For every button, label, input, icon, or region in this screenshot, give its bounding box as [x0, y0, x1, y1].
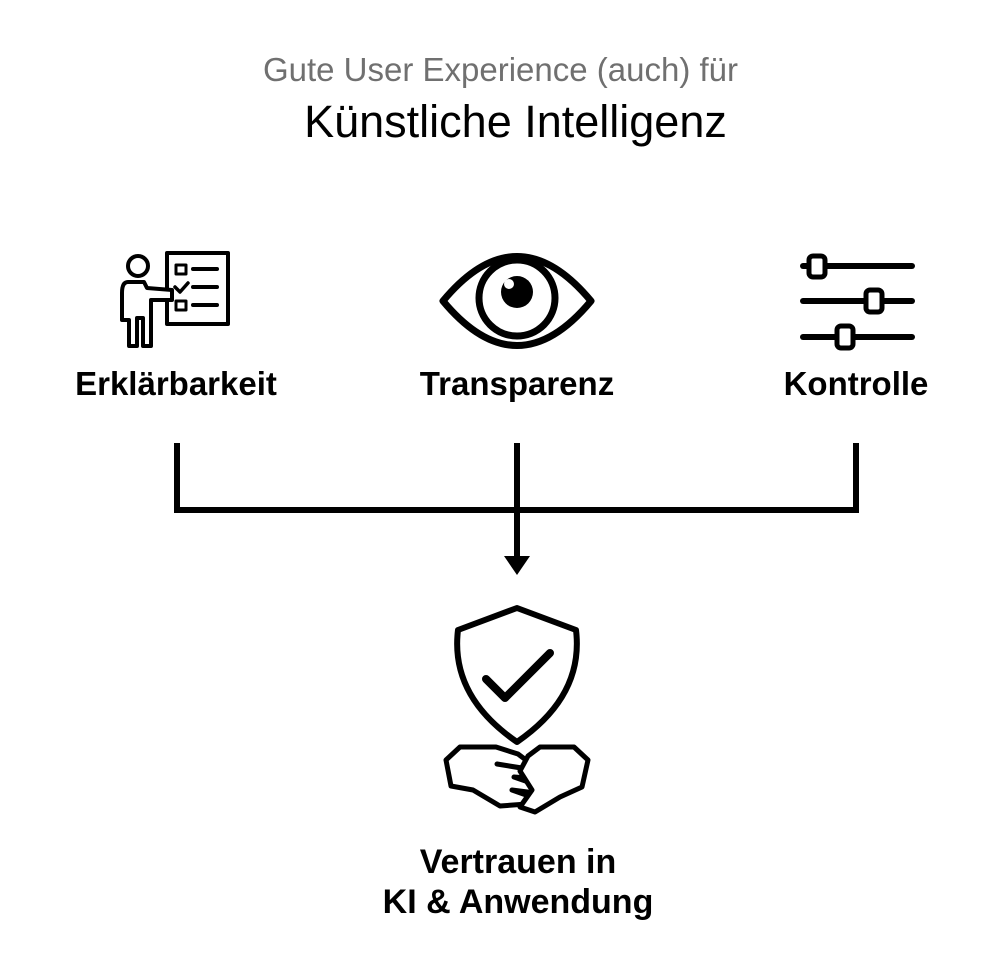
- presentation-checklist-icon: [120, 251, 230, 348]
- diagram-title: Künstliche Intelligenz: [304, 96, 727, 147]
- result-label-line2: KI & Anwendung: [382, 883, 654, 921]
- result-label-line1: Vertrauen in: [419, 843, 617, 881]
- pillar-label-transparenz: Transparenz: [419, 365, 615, 402]
- pillar-label-erklaerbarkeit: Erklärbarkeit: [75, 365, 277, 402]
- connector: [174, 443, 859, 556]
- pillar-label-kontrolle: Kontrolle: [783, 365, 929, 402]
- result-label: Vertrauen in KI & Anwendung: [0, 842, 1001, 922]
- arrowhead: [504, 556, 530, 575]
- diagram-subtitle: Gute User Experience (auch) für: [262, 51, 739, 88]
- shield-check-hands-icon: [443, 605, 591, 815]
- sliders-icon: [800, 253, 915, 351]
- eye-icon: [439, 253, 595, 349]
